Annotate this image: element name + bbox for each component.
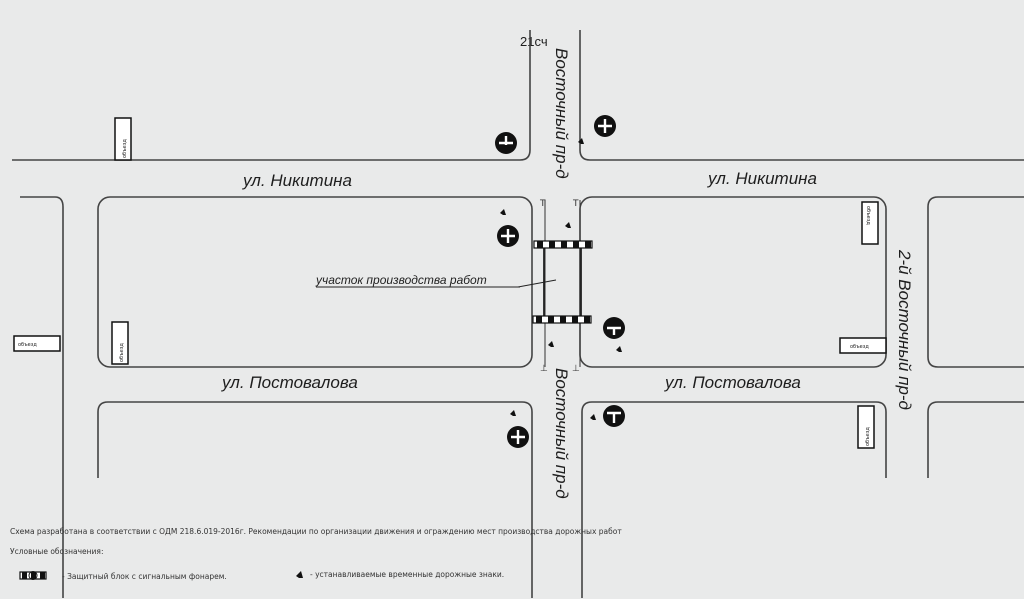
legend-block-icon [19, 571, 47, 580]
detour-sign-mid-left: объезд [111, 321, 129, 365]
detour-sign-label: объезд [865, 427, 871, 446]
block-bottom-right [581, 401, 887, 598]
temp-sign-icon [616, 346, 622, 352]
street-label-2nd-vostochny: 2-й Восточный пр-д [895, 249, 914, 410]
detour-sign-right: объезд [839, 337, 887, 354]
detour-sign-top-left: объезд [114, 117, 132, 161]
street-label-postovalova-right: ул. Постовалова [664, 373, 801, 392]
detour-sign-label: объезд [18, 342, 37, 348]
block-far-right-bottom [927, 401, 1024, 478]
curb-top-left [12, 30, 531, 161]
stop-marker-t4: ⊥ [572, 364, 580, 374]
sign-direction-bottom-right [603, 405, 625, 427]
work-zone-label: участок производства работ [315, 273, 487, 287]
barrier-top [533, 240, 593, 249]
detour-sign-far-left: объезд [13, 335, 61, 352]
detour-sign-label: объезд [850, 344, 869, 350]
temp-sign-icon [578, 138, 584, 144]
detour-sign-label: объезд [122, 139, 128, 158]
stop-marker-t2: T [572, 199, 579, 209]
temp-sign-icon [548, 341, 554, 347]
detour-sign-label: объезд [119, 343, 125, 362]
street-label-nikitina-left: ул. Никитина [242, 171, 352, 190]
barrier-bottom [532, 315, 592, 324]
sign-direction-top-right [594, 115, 616, 137]
work-zone: участок производства работ T T ⊥ ⊥ [315, 199, 593, 374]
block-bottom-left [97, 401, 533, 598]
block-far-right [927, 196, 1024, 368]
street-label-nikitina-right: ул. Никитина [707, 169, 817, 188]
corner-code: 21сч [520, 34, 548, 49]
block-middle-left [97, 196, 533, 368]
detour-sign-label: объезд [865, 206, 871, 225]
work-zone-leader [517, 279, 557, 288]
curb-far-left [20, 196, 64, 598]
stop-marker-t1: T [539, 199, 546, 209]
stop-marker-t3: ⊥ [540, 364, 548, 374]
sign-direction-mid-right [603, 317, 625, 339]
legend-temp-sign-icon [296, 571, 303, 578]
street-label-vostochny-bottom: Восточный пр-д [552, 368, 571, 499]
legend-title: Условные обозначения: [10, 547, 103, 556]
temp-sign-markers [500, 138, 622, 420]
temp-sign-icon [565, 222, 571, 228]
detour-sign-mid-right: объезд [861, 201, 879, 245]
legend-block-text: - Защитный блок с сигнальным фонарем. [62, 572, 227, 581]
street-label-postovalova-left: ул. Постовалова [221, 373, 358, 392]
sign-direction-mid-left [497, 225, 519, 247]
temp-sign-icon [510, 410, 516, 416]
temp-sign-icon [500, 209, 506, 215]
scheme-note: Схема разработана в соответствии с ОДМ 2… [10, 527, 622, 536]
detour-sign-bottom-right: объезд [857, 405, 875, 449]
street-label-vostochny-top: Восточный пр-д [552, 48, 571, 179]
temp-sign-icon [590, 414, 596, 420]
curb-top-right [579, 30, 1024, 161]
legend-signs-text: - устанавливаемые временные дорожные зна… [310, 570, 504, 579]
sign-direction-top-left [495, 132, 517, 154]
sign-direction-bottom-left [507, 426, 529, 448]
work-zone-area [543, 244, 582, 322]
